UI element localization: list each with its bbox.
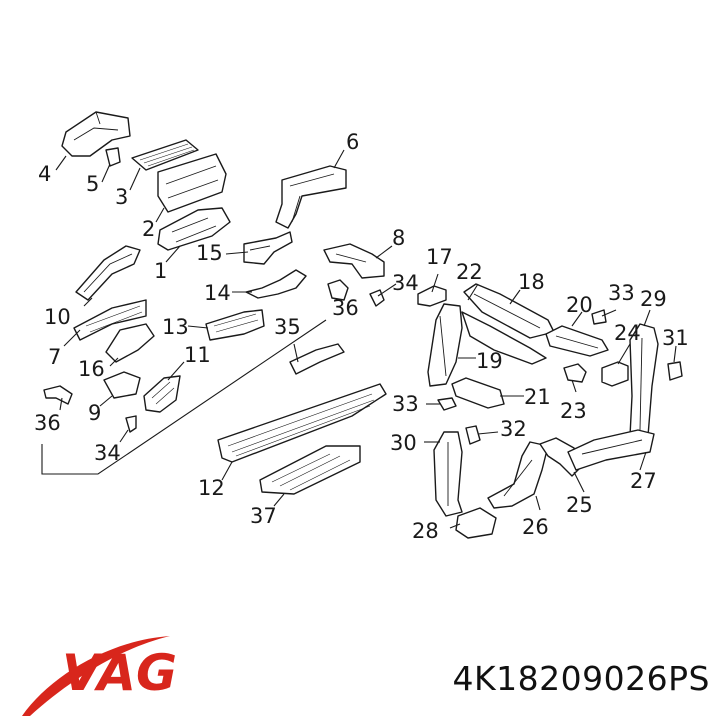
callout-30: 30 bbox=[390, 431, 417, 455]
part-5-clip bbox=[105, 147, 121, 167]
callout-24: 24 bbox=[614, 321, 641, 345]
callout-33-left: 33 bbox=[392, 392, 419, 416]
callout-34-upper: 34 bbox=[392, 271, 419, 295]
part-8-duct-elbow bbox=[323, 243, 385, 279]
callout-7: 7 bbox=[48, 345, 61, 369]
logo-text: VAG bbox=[62, 644, 177, 702]
callout-4: 4 bbox=[38, 162, 51, 186]
part-21-floor-channel bbox=[451, 377, 505, 409]
callout-10: 10 bbox=[44, 305, 71, 329]
callout-27: 27 bbox=[630, 469, 657, 493]
callout-21: 21 bbox=[524, 385, 551, 409]
callout-1: 1 bbox=[154, 259, 167, 283]
callout-22: 22 bbox=[456, 260, 483, 284]
part-33-screw-left bbox=[437, 397, 457, 411]
part-1-glovebox-lid bbox=[157, 207, 231, 251]
part-35-sensor bbox=[289, 343, 345, 375]
callout-12: 12 bbox=[198, 476, 225, 500]
callout-5: 5 bbox=[86, 172, 99, 196]
part-13-center-vent bbox=[205, 309, 265, 341]
callout-20: 20 bbox=[566, 293, 593, 317]
part-6-air-duct bbox=[275, 165, 347, 229]
part-15-connector bbox=[243, 231, 293, 265]
callout-34-lower: 34 bbox=[94, 441, 121, 465]
bracket-36-34 bbox=[41, 319, 327, 475]
part-2-glovebox-housing bbox=[157, 153, 227, 213]
part-31-clip bbox=[667, 361, 683, 381]
part-16-duct bbox=[105, 323, 155, 363]
callout-13: 13 bbox=[162, 315, 189, 339]
callout-16: 16 bbox=[78, 357, 105, 381]
callout-32: 32 bbox=[500, 417, 527, 441]
part-27-floor-duct-long bbox=[567, 429, 655, 471]
part-29-rear-duct bbox=[629, 323, 659, 441]
part-36-clip-upper bbox=[327, 279, 349, 301]
part-25-floor-duct-right bbox=[539, 437, 581, 477]
part-4-bracket bbox=[61, 111, 131, 157]
callout-33-right: 33 bbox=[608, 281, 635, 305]
part-19-vertical-duct bbox=[427, 303, 463, 387]
callout-6: 6 bbox=[346, 130, 359, 154]
callout-26: 26 bbox=[522, 515, 549, 539]
part-28-duct-end bbox=[455, 507, 497, 539]
callout-18: 18 bbox=[518, 270, 545, 294]
part-14-hose bbox=[245, 269, 307, 299]
vag-logo: VAG bbox=[22, 636, 177, 716]
part-32-clip bbox=[465, 425, 481, 445]
part-24-connector bbox=[601, 361, 629, 387]
part-3-vent-grille bbox=[131, 139, 199, 171]
part-number: 4K18209026PS bbox=[452, 659, 710, 698]
part-11-duct-outlet bbox=[143, 375, 181, 413]
callout-8: 8 bbox=[392, 226, 405, 250]
logo-swoosh bbox=[22, 636, 170, 716]
callout-3: 3 bbox=[115, 185, 128, 209]
callout-36-lower: 36 bbox=[34, 411, 61, 435]
callout-14: 14 bbox=[204, 281, 231, 305]
part-7-side-vent bbox=[73, 299, 147, 341]
leader-lines bbox=[55, 149, 677, 529]
callout-15: 15 bbox=[196, 241, 223, 265]
part-main-duct-body bbox=[461, 311, 547, 365]
callout-36-upper: 36 bbox=[332, 296, 359, 320]
part-37-cover-plate bbox=[259, 445, 361, 495]
part-10-handle-trim bbox=[75, 245, 141, 301]
callout-31: 31 bbox=[662, 326, 689, 350]
part-12-crossmember-duct bbox=[217, 383, 387, 463]
callout-35: 35 bbox=[274, 315, 301, 339]
part-34-screw-lower bbox=[125, 415, 137, 433]
part-17-connector bbox=[417, 285, 447, 307]
part-23-clip bbox=[563, 363, 587, 383]
callout-9: 9 bbox=[88, 401, 101, 425]
callout-labels: 4 5 3 2 1 6 15 8 14 34 36 10 13 35 7 11 … bbox=[34, 130, 689, 543]
callout-37: 37 bbox=[250, 504, 277, 528]
callout-2: 2 bbox=[142, 217, 155, 241]
callout-25: 25 bbox=[566, 493, 593, 517]
part-34-screw-upper bbox=[369, 289, 385, 307]
callout-28: 28 bbox=[412, 519, 439, 543]
part-20-channel bbox=[545, 325, 609, 357]
part-22-18-upper-duct bbox=[463, 283, 555, 339]
part-9-vent-nozzle bbox=[103, 371, 141, 399]
part-36-clip-lower bbox=[43, 385, 73, 405]
part-33-screw-right bbox=[591, 309, 607, 325]
callout-11: 11 bbox=[184, 343, 211, 367]
callout-19: 19 bbox=[476, 349, 503, 373]
callout-17: 17 bbox=[426, 245, 453, 269]
callout-29: 29 bbox=[640, 287, 667, 311]
callout-23: 23 bbox=[560, 399, 587, 423]
part-26-floor-duct-middle bbox=[487, 441, 549, 509]
part-30-floor-duct-left bbox=[433, 431, 463, 517]
